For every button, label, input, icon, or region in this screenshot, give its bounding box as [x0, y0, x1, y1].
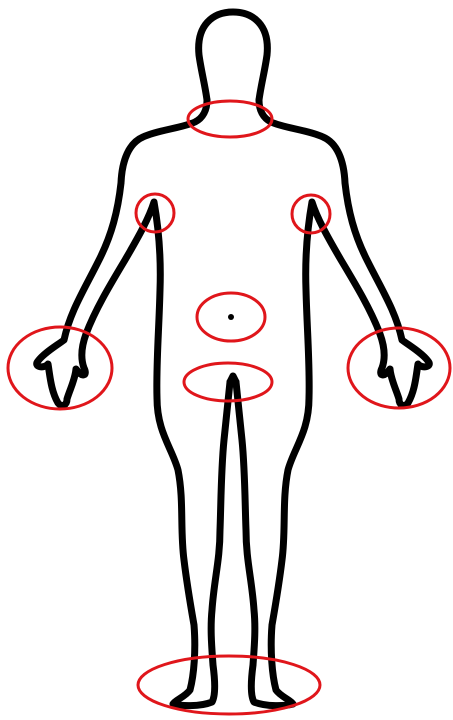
head-outline	[199, 12, 268, 100]
navel-dot	[228, 314, 234, 320]
crotch-outline	[230, 376, 236, 382]
feet-marker	[138, 656, 320, 714]
right-body-outline	[236, 100, 429, 706]
body-outline	[37, 12, 430, 706]
left-body-outline	[37, 100, 230, 706]
